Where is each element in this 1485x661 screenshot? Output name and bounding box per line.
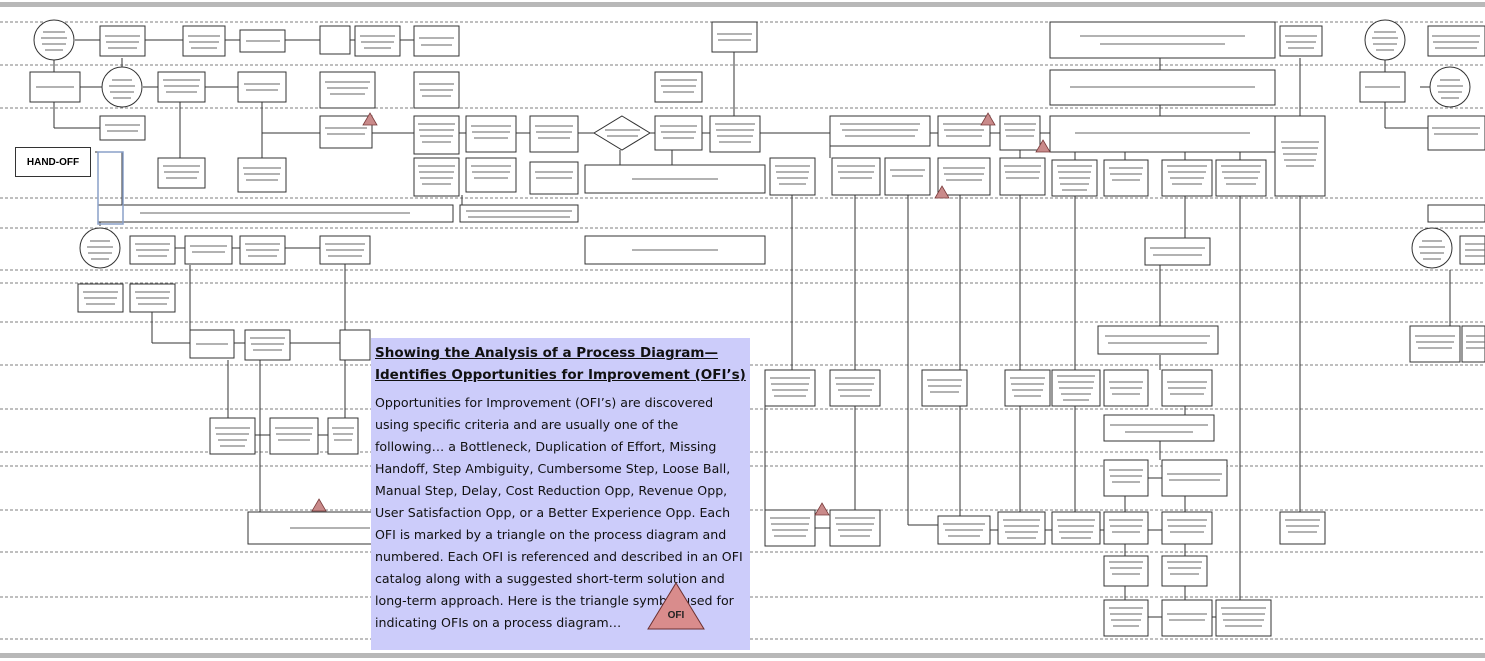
bottom-band [0, 653, 1485, 658]
ofi-triangle-markers [311, 112, 1051, 516]
terminator-circles [33, 19, 1471, 269]
handoff-label: HAND-OFF [15, 147, 91, 177]
ofi-triangle-icon: OFI [647, 582, 705, 630]
callout-title-line-2: Identifies Opportunities for Improvement… [375, 367, 746, 383]
ofi-symbol-label: OFI [668, 610, 685, 621]
callout-body: Opportunities for Improvement (OFI’s) ar… [375, 395, 743, 630]
circle-text-strokes [41, 31, 1463, 260]
step-text-strokes [36, 33, 1485, 627]
handoff-highlight [97, 151, 124, 225]
callout-title: Showing the Analysis of a Process Diagra… [375, 342, 746, 386]
decision-diamond [593, 115, 651, 151]
ofi-callout: Showing the Analysis of a Process Diagra… [371, 338, 750, 650]
process-steps [29, 21, 1485, 637]
callout-title-line-1: Showing the Analysis of a Process Diagra… [375, 345, 718, 361]
top-band [0, 2, 1485, 7]
